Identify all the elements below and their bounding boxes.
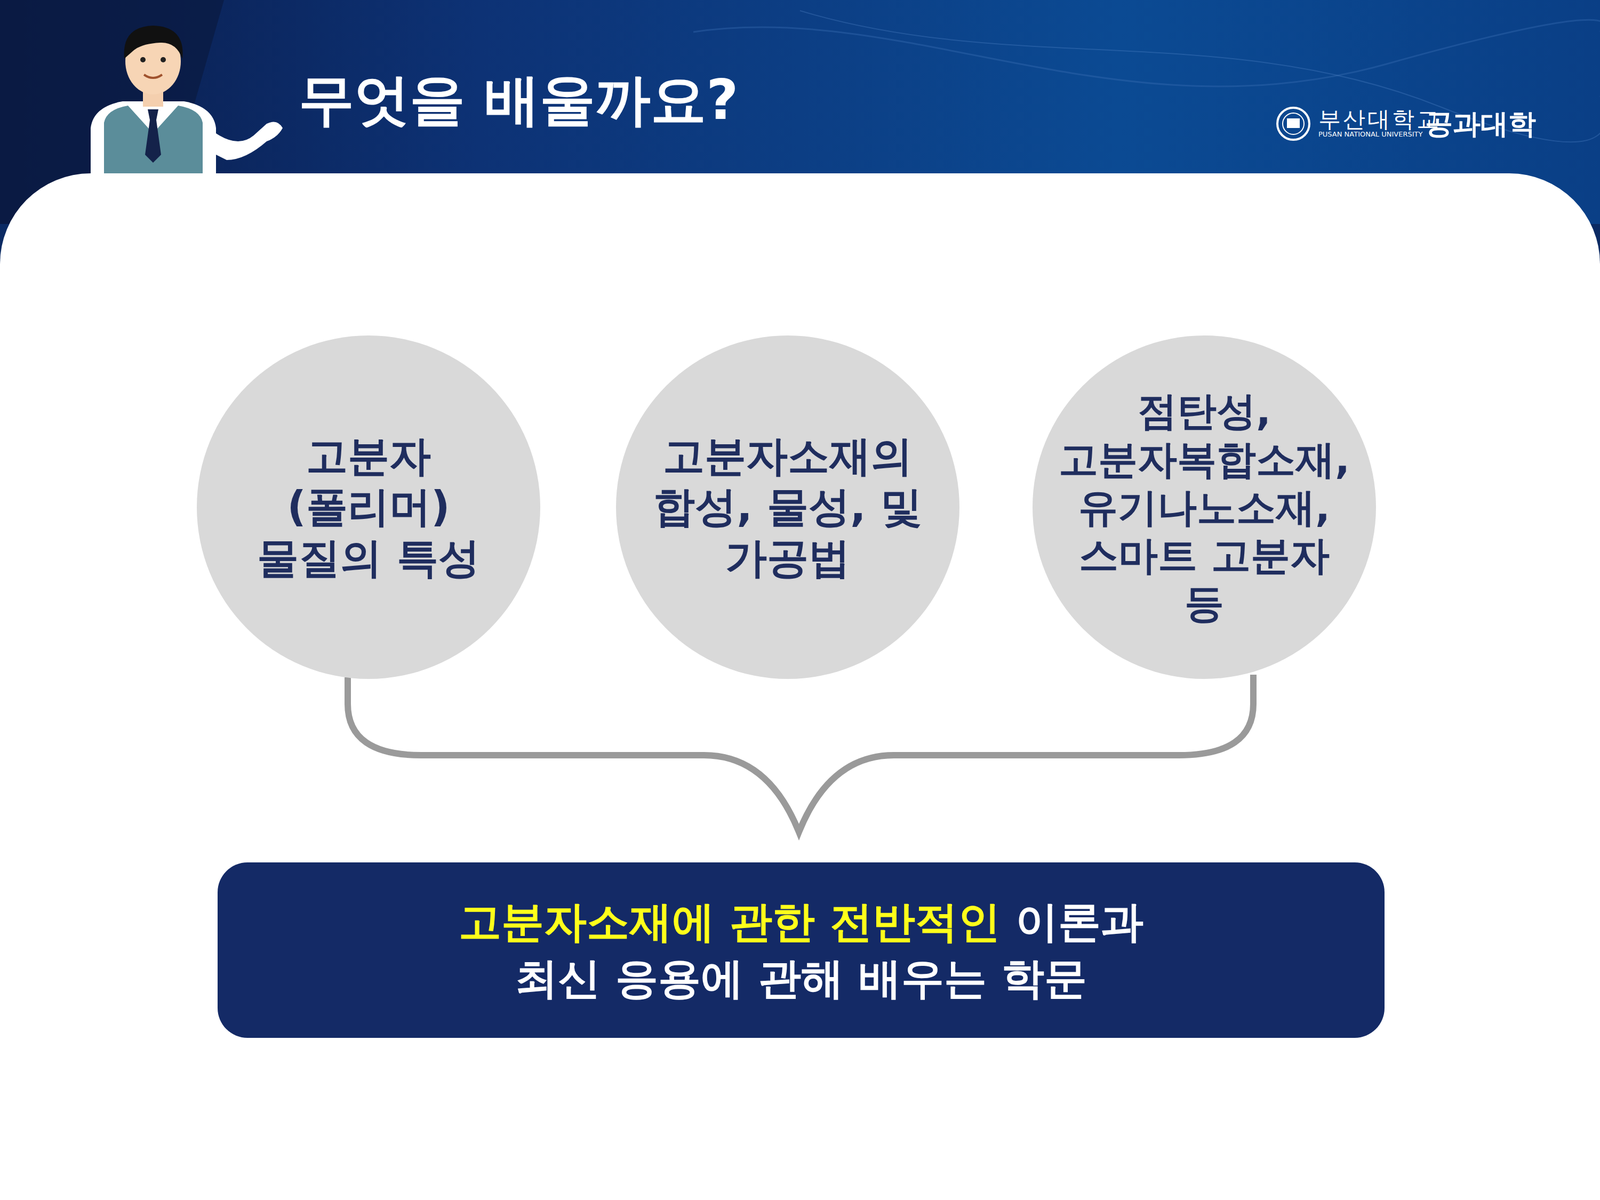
highlight-text: 고분자소재에 관한 전반적인 (458, 897, 1001, 947)
topic-text: 점탄성, 고분자복합소재, 유기나노소재, 스마트 고분자 등 (1058, 386, 1351, 628)
logo-text: PUSAN NATIONAL UNIVERSITY (1318, 130, 1423, 139)
summary-line: 고분자소재에 관한 전반적인 이론과 (458, 893, 1144, 951)
logo-text: 부산대학교 (1318, 104, 1442, 135)
topic-circle: 고분자 (폴리머) 물질의 특성 (196, 335, 541, 679)
presenter-figure (90, 25, 283, 174)
grouping-bracket (347, 674, 1254, 832)
summary-text: 이론과 (1015, 897, 1144, 947)
summary-text: 최신 응용에 관해 배우는 학문 (515, 953, 1087, 1004)
topic-circle: 점탄성, 고분자복합소재, 유기나노소재, 스마트 고분자 등 (1032, 335, 1376, 679)
university-emblem (1277, 107, 1310, 140)
page-title: 무엇을 배울까요? (298, 66, 739, 134)
topic-text: 고분자소재의 합성, 물성, 및 가공법 (652, 430, 924, 583)
summary-line: 최신 응용에 관해 배우는 학문 (515, 950, 1087, 1007)
logo-text: 공과대학 (1425, 105, 1536, 143)
box-shape (217, 862, 1385, 1038)
summary-box: 고분자소재에 관한 전반적인 이론과최신 응용에 관해 배우는 학문 (217, 862, 1385, 1038)
topic-text: 고분자 (폴리머) 물질의 특성 (252, 430, 486, 583)
topic-circle: 고분자소재의 합성, 물성, 및 가공법 (616, 335, 960, 679)
content-panel (0, 173, 1600, 1200)
